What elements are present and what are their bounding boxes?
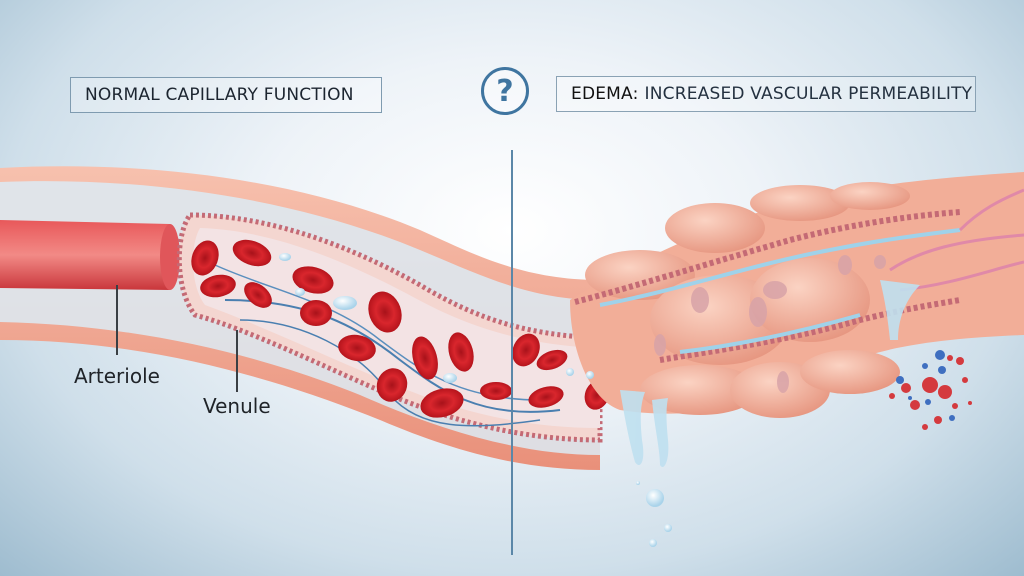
protein-particles (889, 350, 972, 430)
normal-function-title-text: NORMAL CAPILLARY FUNCTION (85, 85, 354, 105)
venule-leader-line (236, 330, 238, 392)
arteriole-label: Arteriole (74, 364, 160, 388)
edema-title-strong: EDEMA: (571, 84, 639, 104)
edema-title-rest: INCREASED VASCULAR PERMEABILITY (644, 84, 973, 104)
arteriole-leader-line (116, 285, 118, 355)
comparison-divider (511, 150, 513, 555)
normal-function-title: NORMAL CAPILLARY FUNCTION (70, 77, 382, 113)
question-mark-icon: ? (481, 67, 529, 115)
venule-label: Venule (203, 394, 271, 418)
edema-title: EDEMA: INCREASED VASCULAR PERMEABILITY (556, 76, 976, 112)
red-blood-cells (191, 239, 619, 418)
